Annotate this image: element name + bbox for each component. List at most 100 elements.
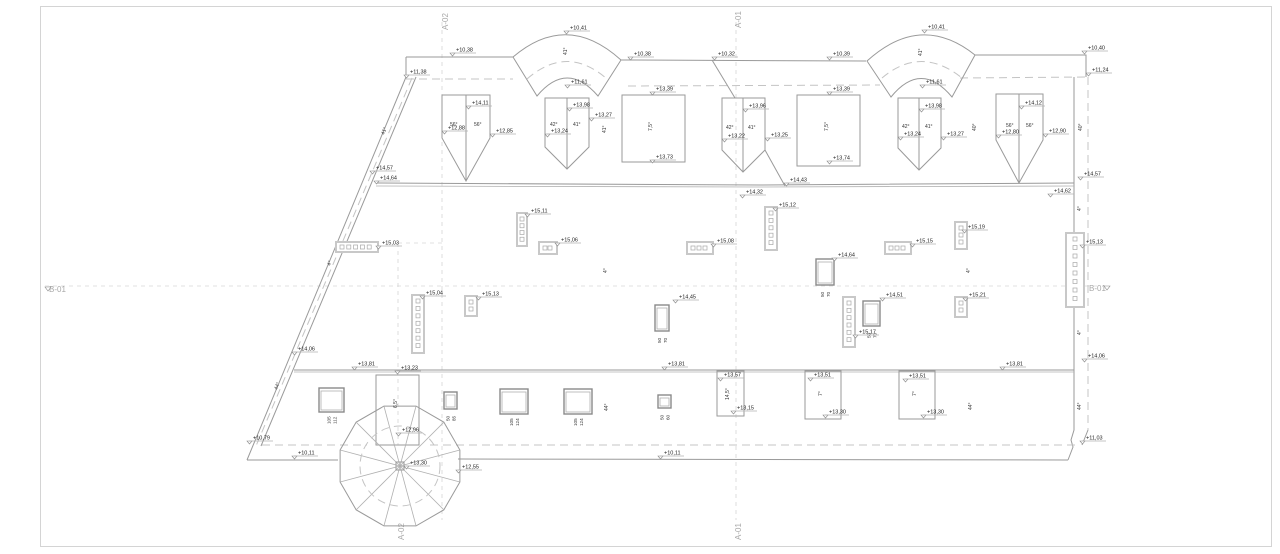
chimney-flue — [1072, 279, 1078, 284]
chimney-flue — [768, 218, 774, 223]
slope-label: 42° — [550, 122, 558, 128]
tower-hip-line — [399, 465, 417, 526]
tower-hip-line — [399, 465, 460, 483]
chimney-flue — [900, 245, 906, 251]
slope-label: 14,5° — [725, 388, 731, 400]
window-height-label: 60 — [666, 414, 671, 420]
roof-window-glass — [445, 394, 456, 408]
elevation-label: +11,24 — [1092, 68, 1109, 74]
chimney-flue — [846, 322, 852, 328]
elevation-marks: +10,38+10,41+10,38+10,32+10,39+10,41+10,… — [246, 25, 1112, 474]
elevation-label: +15,13 — [482, 292, 499, 298]
chimney-flue — [415, 335, 421, 341]
wall-line-top-mid — [627, 84, 881, 87]
dormer-1 — [441, 94, 491, 183]
elevation-label: +13,15 — [737, 406, 754, 412]
roof-window — [443, 391, 458, 410]
chimney-flue — [353, 244, 358, 250]
chimney-flue — [339, 244, 345, 250]
elevation-label: +10,40 — [1088, 46, 1105, 52]
elevation-label: +12,85 — [496, 129, 513, 135]
elevation-label: +13,98 — [573, 103, 590, 109]
elevation-label: +13,39 — [656, 87, 673, 93]
arched-dormer-left — [512, 34, 622, 97]
window-width-label: 50 — [657, 337, 662, 343]
arched-dormer-left-dash — [526, 61, 608, 80]
elevation-marker-icon — [995, 134, 1002, 139]
tower-hip-line — [399, 421, 445, 467]
dormer-7deg-1 — [804, 370, 842, 420]
elevation-label: +13,96 — [749, 104, 766, 110]
chimney-flue — [1072, 236, 1078, 242]
axis-label-a01-bottom: A-01 — [734, 523, 743, 540]
tower-wall-circle — [359, 425, 441, 507]
elevation-label: +14,45 — [679, 295, 696, 301]
elevation-marker-icon — [717, 377, 724, 382]
chimney-flue — [958, 225, 964, 231]
elevation-label: +15,15 — [916, 239, 933, 245]
slope-label: 4° — [603, 268, 609, 273]
roof-window — [815, 258, 835, 286]
chimney — [1065, 232, 1085, 308]
tower-hip-line — [355, 465, 401, 511]
elevation-marker-icon — [739, 194, 746, 199]
chimney-flue — [1072, 253, 1078, 259]
window-width-label: 105 — [327, 416, 332, 424]
slope-label: 42° — [726, 125, 734, 131]
elevation-label: +13,81 — [358, 362, 375, 368]
elevation-marker-icon — [544, 133, 551, 138]
chimney-flue — [415, 298, 421, 304]
elevation-marker-icon — [1085, 72, 1092, 77]
chimney-flue — [696, 245, 702, 251]
slope-label: 40° — [1078, 123, 1084, 131]
chimney — [954, 296, 968, 318]
elevation-label: +15,11 — [531, 209, 548, 215]
window-height-label: 70 — [663, 337, 668, 343]
elevation-label: +15,06 — [561, 238, 578, 244]
window-width-label: 105 — [573, 418, 578, 426]
slope-label: 56° — [450, 122, 458, 128]
chimney-flue — [468, 306, 474, 312]
chimney-flue — [846, 307, 852, 313]
elevation-label: +10,11 — [664, 451, 681, 457]
elevation-label: +13,24 — [551, 129, 568, 135]
elevation-marker-icon — [822, 414, 829, 419]
elevation-label: +15,17 — [859, 330, 876, 336]
eave-line-bottom-right — [457, 458, 1069, 461]
axis-marker-b01-left — [44, 286, 52, 292]
lower-dormers — [375, 370, 936, 446]
elevation-label: +14,43 — [790, 178, 807, 184]
slope-marks: 41°56°56°41°42°41°41°7,5°42°41°7,5°41°42… — [273, 47, 1084, 411]
elevation-label: +13,51 — [814, 373, 831, 379]
arched-dormer-right-dash — [881, 61, 963, 79]
chimney-flue — [547, 245, 553, 251]
slope-label: 7,5° — [648, 122, 654, 131]
pointed-dormers — [441, 59, 1044, 187]
elevation-marker-icon — [1047, 193, 1054, 198]
elevation-label: +15,08 — [717, 239, 734, 245]
slope-label: 4° — [1077, 206, 1083, 211]
roof-window — [654, 304, 670, 332]
elevation-marker-icon — [920, 414, 927, 419]
chimney — [516, 212, 528, 247]
chimney-flue — [542, 245, 548, 251]
slope-label: 56° — [474, 122, 482, 128]
roof-window — [862, 300, 881, 327]
chimney-flue — [366, 244, 372, 250]
elevation-label: +14,64 — [380, 176, 397, 182]
slope-label: 44° — [604, 403, 610, 411]
chimney-flue — [468, 299, 474, 305]
drawing-frame — [40, 6, 1272, 547]
chimney-flue — [958, 300, 964, 306]
dormer-14-5deg — [716, 370, 745, 417]
elevation-marker-icon — [291, 455, 298, 460]
ridge-line-upper-2 — [375, 185, 1075, 188]
elevation-label: +13,81 — [668, 362, 685, 368]
roof-window-glass — [817, 261, 833, 284]
left-slanted-dash — [255, 77, 413, 447]
chimney-flue — [360, 244, 365, 250]
elevation-marker-icon — [1042, 133, 1049, 138]
elevation-marker-icon — [465, 105, 472, 110]
ridge-line-upper — [375, 182, 1075, 186]
elevation-marker-icon — [919, 84, 926, 89]
